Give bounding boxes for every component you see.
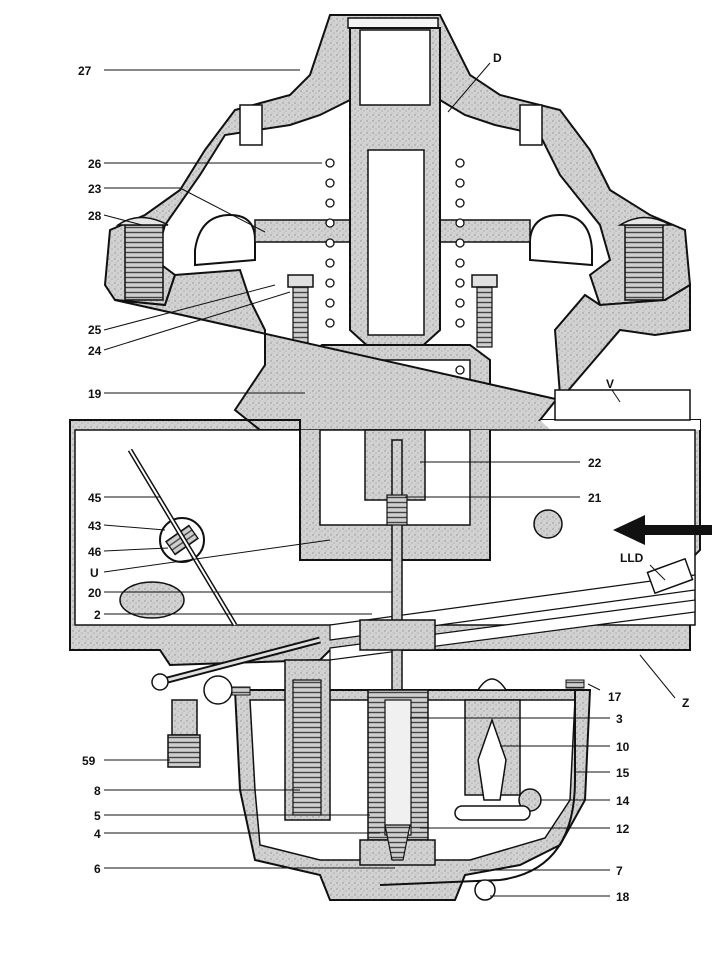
label-15: 15	[616, 766, 630, 780]
label-3: 3	[616, 712, 623, 726]
label-Z: Z	[682, 696, 689, 710]
label-22: 22	[588, 456, 602, 470]
label-7: 7	[616, 864, 623, 878]
label-45: 45	[88, 491, 102, 505]
label-V: V	[606, 377, 614, 391]
label-5: 5	[94, 809, 101, 823]
label-8: 8	[94, 784, 101, 798]
diaphragm-screws	[287, 274, 498, 348]
label-10: 10	[616, 740, 630, 754]
label-46: 46	[88, 545, 102, 559]
label-24: 24	[88, 344, 102, 358]
label-4: 4	[94, 827, 101, 841]
label-12: 12	[616, 822, 630, 836]
float-bowl-part	[151, 619, 592, 901]
label-43: 43	[88, 519, 102, 533]
cover-screw-left	[115, 216, 169, 301]
label-6: 6	[94, 862, 101, 876]
cover-screw-right	[617, 216, 673, 301]
label-27: 27	[78, 64, 92, 78]
label-21: 21	[588, 491, 602, 505]
part-labels: 27 D 26 23 28 25 24 19 V 22 21 45 43 46 …	[78, 51, 689, 904]
label-D: D	[493, 51, 502, 65]
label-U: U	[90, 566, 99, 580]
label-59: 59	[82, 754, 96, 768]
air-inlet-arrow-icon	[613, 515, 712, 545]
label-26: 26	[88, 157, 102, 171]
label-2: 2	[94, 608, 101, 622]
label-18: 18	[616, 890, 630, 904]
label-25: 25	[88, 323, 102, 337]
label-17: 17	[608, 690, 622, 704]
label-23: 23	[88, 182, 102, 196]
label-28: 28	[88, 209, 102, 223]
label-14: 14	[616, 794, 630, 808]
label-19: 19	[88, 387, 102, 401]
label-20: 20	[88, 586, 102, 600]
label-LLD: LLD	[620, 551, 644, 565]
leader-lines	[103, 62, 676, 897]
